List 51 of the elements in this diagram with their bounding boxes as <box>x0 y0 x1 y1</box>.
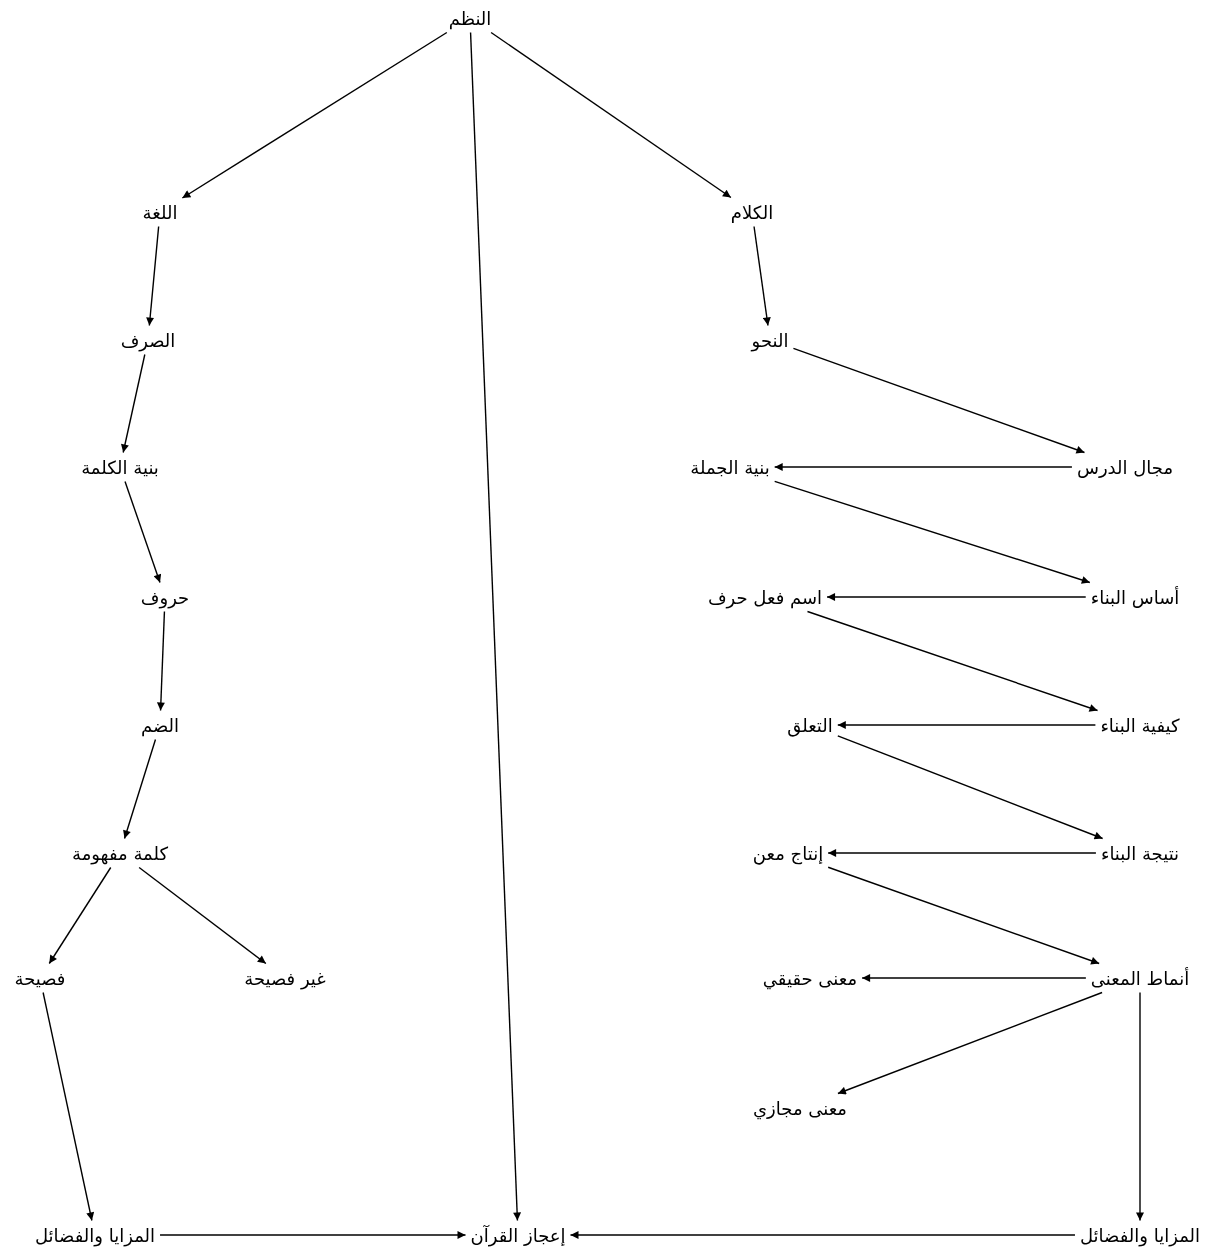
arrow <box>837 735 1104 840</box>
arrow <box>123 738 157 840</box>
node-label: اللغة <box>139 199 181 225</box>
node-label: اسم فعل حرف <box>704 584 826 610</box>
arrow <box>569 1231 1076 1239</box>
arrow <box>837 721 1097 729</box>
node-label: غير فصيحة <box>241 965 329 991</box>
node-label: إعجاز القرآن <box>467 1222 569 1248</box>
node-label: بنية الكلمة <box>78 454 162 480</box>
node-label: معنى حقيقي <box>759 965 861 991</box>
arrow <box>124 480 162 584</box>
node-label: المزايا والفضائل <box>1076 1222 1204 1248</box>
node-label: كيفية البناء <box>1097 712 1183 738</box>
arrow <box>48 866 112 965</box>
arrow <box>861 974 1087 982</box>
node-label: معنى مجازي <box>750 1095 850 1121</box>
node-label: بنية الجملة <box>687 454 773 480</box>
arrow <box>42 991 95 1222</box>
arrow <box>792 347 1086 454</box>
node-label: كلمة مفهومة <box>69 840 171 866</box>
arrow <box>826 593 1087 601</box>
arrow <box>1136 991 1144 1222</box>
arrow <box>837 991 1103 1095</box>
arrow <box>469 31 522 1222</box>
node-label: مجال الدرس <box>1073 454 1177 480</box>
arrow <box>121 353 146 454</box>
node-label: المزايا والفضائل <box>31 1222 159 1248</box>
node-label: الكلام <box>727 199 777 225</box>
node-label: حروف <box>137 584 193 610</box>
arrow <box>827 849 1097 857</box>
arrow <box>827 866 1100 965</box>
arrow <box>156 610 166 712</box>
node-label: النحو <box>748 327 792 353</box>
node-label: الصرف <box>117 327 179 353</box>
node-label: إنتاج معن <box>749 840 827 866</box>
arrow <box>159 1231 467 1239</box>
arrow <box>181 31 448 199</box>
node-label: الضم <box>137 712 183 738</box>
node-label: النظم <box>445 5 495 31</box>
node-label: نتيجة البناء <box>1097 840 1183 866</box>
node-label: أنماط المعنى <box>1087 965 1193 991</box>
arrow <box>490 31 732 199</box>
arrow <box>753 225 771 327</box>
node-label: التعلق <box>784 712 836 738</box>
arrow <box>806 610 1099 712</box>
node-label: فصيحة <box>11 965 69 991</box>
arrow <box>774 463 1073 471</box>
arrow <box>146 225 160 327</box>
node-label: أساس البناء <box>1087 584 1183 610</box>
arrow <box>774 480 1091 584</box>
arrow <box>138 866 267 965</box>
